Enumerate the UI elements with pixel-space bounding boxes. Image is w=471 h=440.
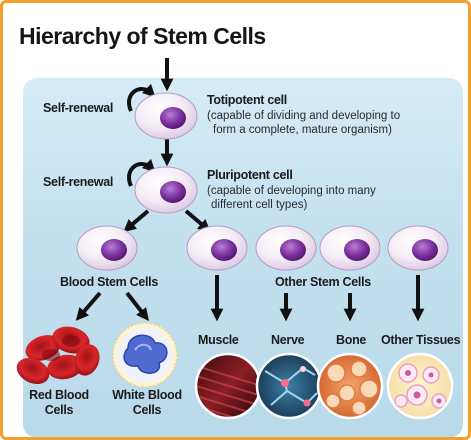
nerve-tissue-image — [255, 352, 323, 420]
totipotent-cell — [134, 92, 198, 140]
arrow-pluripotent-to-other — [184, 209, 211, 233]
blood-stem-cells-label: Blood Stem Cells — [60, 275, 158, 289]
pluripotent-desc-line1: (capable of developing into many — [207, 185, 376, 197]
other-stem-cells-label: Other Stem Cells — [275, 275, 371, 289]
blood-stem-cell — [76, 225, 138, 271]
self-renewal-label-1: Self-renewal — [43, 101, 114, 115]
other-tissues-image — [386, 352, 454, 420]
red-blood-cells-label-line1: Red Blood — [29, 388, 89, 402]
totipotent-desc-line2: form a complete, mature organism) — [213, 124, 392, 136]
pluripotent-cell — [134, 166, 198, 214]
white-blood-cells-label-line1: White Blood — [112, 388, 182, 402]
arrow-pluripotent-to-blood — [123, 209, 150, 233]
arrow-blood-to-white — [125, 291, 149, 322]
diagram-graphics — [16, 58, 454, 420]
arrow-blood-to-red — [75, 291, 102, 321]
white-blood-cell-image — [112, 322, 178, 388]
other-tissues-label: Other Tissues — [381, 333, 461, 347]
self-renewal-arrow-2 — [127, 158, 156, 187]
red-blood-cells-image — [16, 326, 100, 385]
self-renewal-label-2: Self-renewal — [43, 175, 114, 189]
pluripotent-cell-label: Pluripotent cell — [207, 168, 293, 182]
diagram-title: Hierarchy of Stem Cells — [19, 23, 266, 49]
muscle-tissue-image — [194, 352, 262, 420]
other-stem-cell-3 — [319, 225, 381, 271]
totipotent-cell-label: Totipotent cell — [207, 93, 287, 107]
muscle-label: Muscle — [198, 333, 239, 347]
pluripotent-desc-line2: different cell types) — [211, 199, 308, 211]
bone-label: Bone — [336, 333, 367, 347]
totipotent-desc-line1: (capable of dividing and developing to — [207, 110, 401, 122]
self-renewal-arrow-1 — [127, 83, 156, 112]
bone-tissue-image — [316, 352, 384, 420]
nerve-label: Nerve — [271, 333, 305, 347]
red-blood-cells-label-line2: Cells — [44, 403, 74, 417]
other-stem-cell-1 — [186, 225, 248, 271]
other-stem-cell-4 — [387, 225, 449, 271]
other-stem-cell-2 — [255, 225, 317, 271]
white-blood-cells-label-line2: Cells — [132, 403, 162, 417]
